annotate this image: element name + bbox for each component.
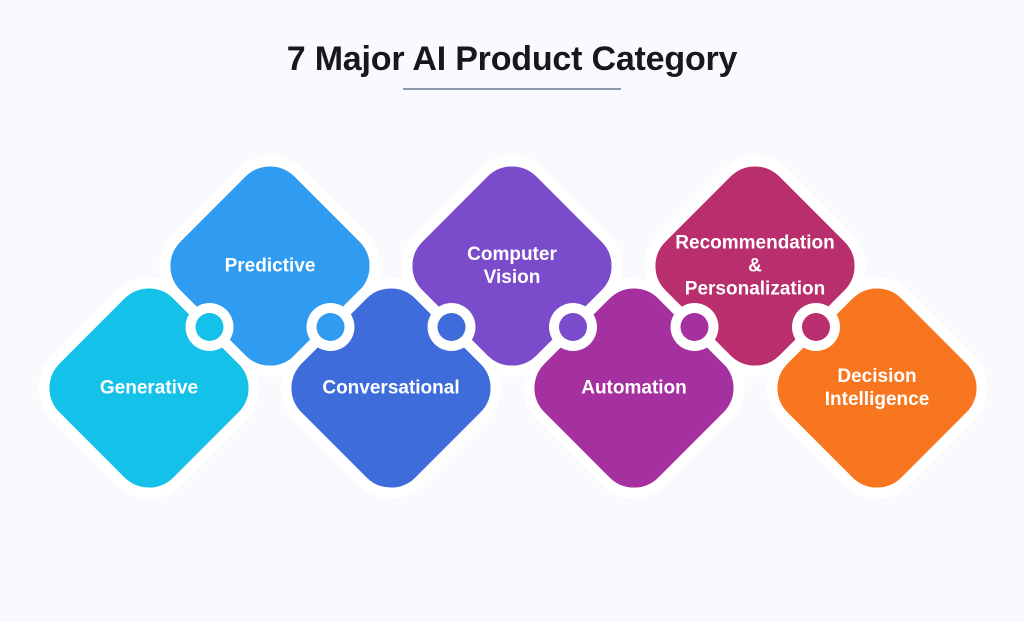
page-title: 7 Major AI Product Category	[286, 40, 738, 78]
connector-4	[549, 303, 597, 351]
connector-dot-icon	[559, 313, 587, 341]
connector-5	[670, 303, 719, 351]
connector-dot-icon	[316, 313, 345, 341]
connector-dot-icon	[802, 313, 830, 341]
connector-dot-icon	[437, 313, 466, 341]
connector-dot-icon	[195, 313, 224, 341]
connector-3	[427, 303, 476, 351]
connector-dot-icon	[680, 313, 709, 341]
header: 7 Major AI Product Category	[0, 40, 1024, 90]
connector-2	[306, 303, 355, 351]
connector-6	[792, 303, 840, 351]
title-underline	[403, 88, 621, 90]
connector-1	[185, 303, 234, 351]
